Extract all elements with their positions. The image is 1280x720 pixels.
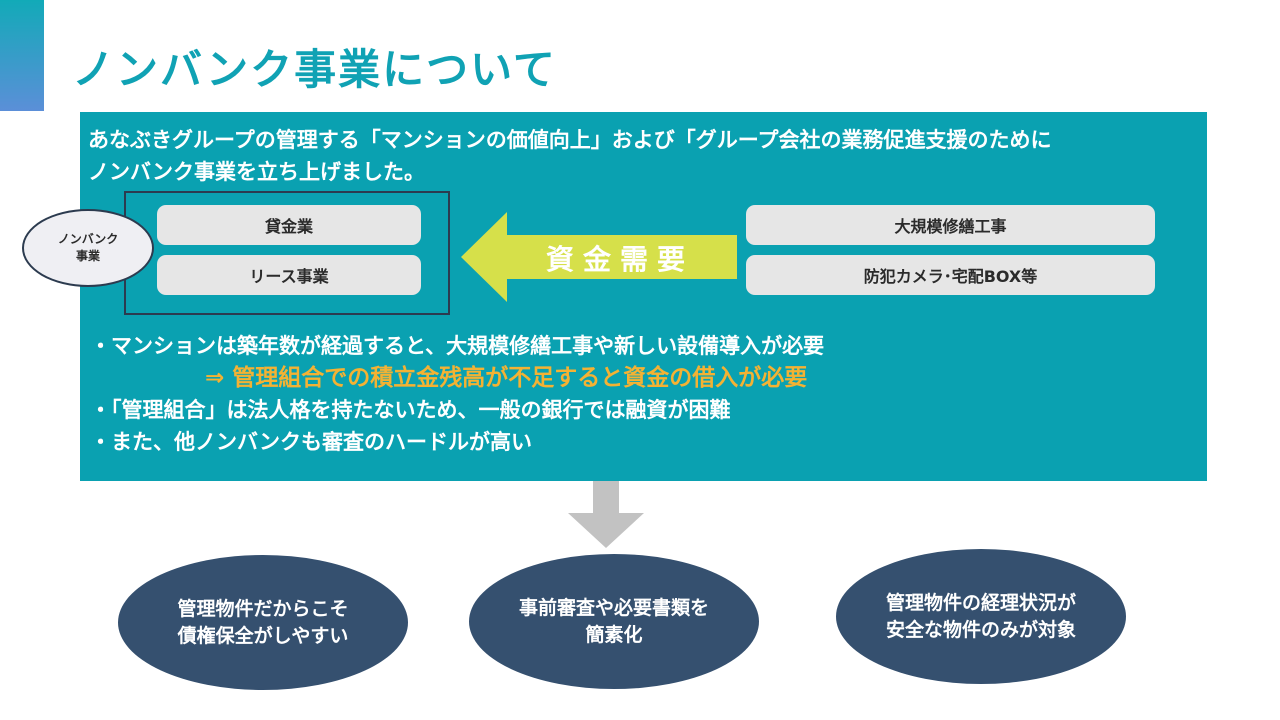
intro-text: あなぶきグループの管理する「マンションの価値向上」および「グループ会社の業務促進… — [88, 124, 1051, 188]
down-arrow — [568, 481, 644, 548]
slide-title: ノンバンク事業について — [72, 45, 557, 94]
benefit-3-line-2: 安全な物件のみが対象 — [885, 618, 1076, 641]
benefit-oval-1: 管理物件だからこそ 債権保全がしやすい — [118, 555, 408, 690]
intro-line-1: あなぶきグループの管理する「マンションの価値向上」および「グループ会社の業務促進… — [88, 128, 1052, 152]
nonbank-business-oval: ノンバンク 事業 — [22, 209, 154, 287]
oval-line-2: 事業 — [75, 249, 100, 263]
oval-line-1: ノンバンク — [57, 232, 119, 246]
demand-large-repair: 大規模修繕工事 — [746, 205, 1155, 245]
bullet-highlight: ⇒ 管理組合での積立金残高が不足すると資金の借入が必要 — [205, 365, 808, 391]
bullet-item: ・また、他ノンバンクも審査のハードルが高い — [90, 430, 533, 454]
benefit-oval-2: 事前審査や必要書類を 簡素化 — [469, 554, 759, 689]
benefit-1-line-2: 債権保全がしやすい — [177, 624, 349, 647]
intro-line-2: ノンバンク事業を立ち上げました。 — [88, 160, 426, 184]
bullet-item: ・「管理組合」は法人格を持たないため、一般の銀行では融資が困難 — [90, 398, 731, 422]
benefit-oval-3: 管理物件の経理状況が 安全な物件のみが対象 — [836, 549, 1126, 684]
service-leasing: リース事業 — [157, 255, 421, 295]
content-panel — [80, 112, 1207, 481]
bullet-list: ・マンションは築年数が経過すると、大規模修繕工事や新しい設備導入が必要 ⇒ 管理… — [90, 330, 824, 458]
benefit-2-line-1: 事前審査や必要書類を — [518, 596, 709, 619]
accent-bar — [0, 0, 44, 111]
benefit-1-line-1: 管理物件だからこそ — [177, 597, 349, 620]
service-lending: 貸金業 — [157, 205, 421, 245]
benefit-2-line-2: 簡素化 — [585, 623, 643, 646]
bullet-item: ・マンションは築年数が経過すると、大規模修繕工事や新しい設備導入が必要 — [90, 334, 825, 358]
funding-demand-label: 資金需要 — [545, 243, 694, 276]
funding-demand-arrow — [461, 212, 737, 302]
benefit-3-line-1: 管理物件の経理状況が — [885, 591, 1076, 614]
demand-equipment: 防犯カメラ･宅配BOX等 — [746, 255, 1155, 295]
